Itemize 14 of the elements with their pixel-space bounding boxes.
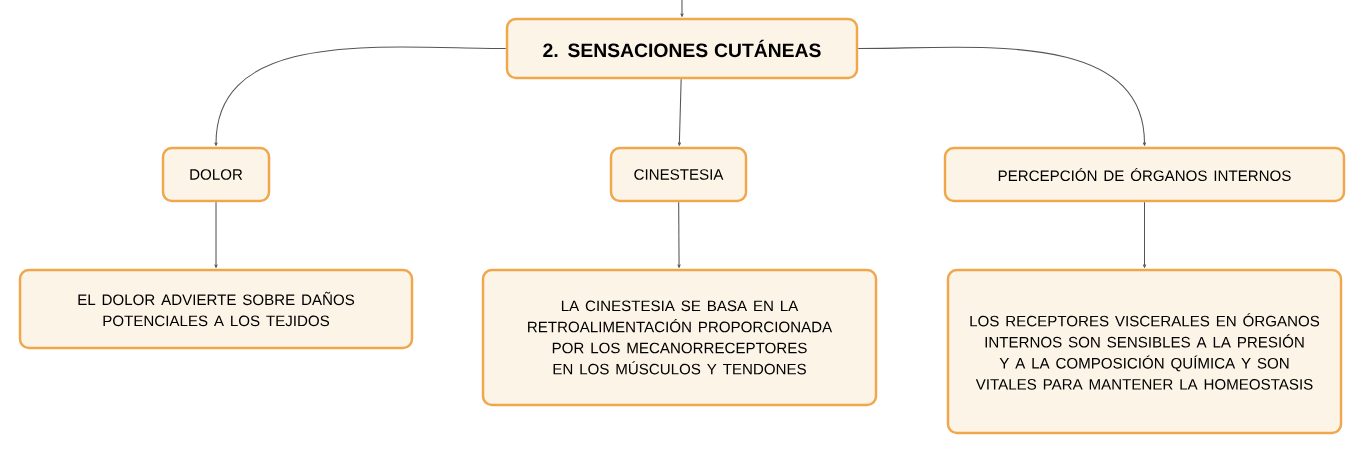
arrow	[680, 0, 686, 18]
description-box: LOS RECEPTORES VISCERALES EN ÓRGANOS INTERNOS SON SENSIBLES A LA PRESIÓN Y A LA COMPOSICIÓN QUÍMICA Y SON VITALES PARA MANTENER LA HOMEOSTASIS	[946, 268, 1343, 435]
arrow	[214, 201, 218, 269]
description-box: LA CINESTESIA SE BASA EN LA RETROALIMENTACIÓN PROPORCIONADA POR LOS MECANORRECEPTORES EN LOS MÚSCULOS Y TENDONES	[481, 268, 878, 407]
topic-box: CINESTESIA	[609, 146, 748, 203]
title-box: 2. SENSACIONES CUTÁNEAS	[505, 17, 859, 80]
description-box: EL DOLOR ADVIERTE SOBRE DAÑOS POTENCIALES A LOS TEJIDOS	[18, 268, 414, 350]
topic-box: DOLOR	[161, 146, 271, 203]
arrow	[1142, 201, 1147, 269]
arrow	[677, 78, 682, 147]
arrow	[214, 46, 507, 147]
topic-box: PERCEPCIÓN DE ÓRGANOS INTERNOS	[943, 146, 1346, 203]
arrow	[677, 201, 681, 269]
arrow	[857, 46, 1147, 147]
